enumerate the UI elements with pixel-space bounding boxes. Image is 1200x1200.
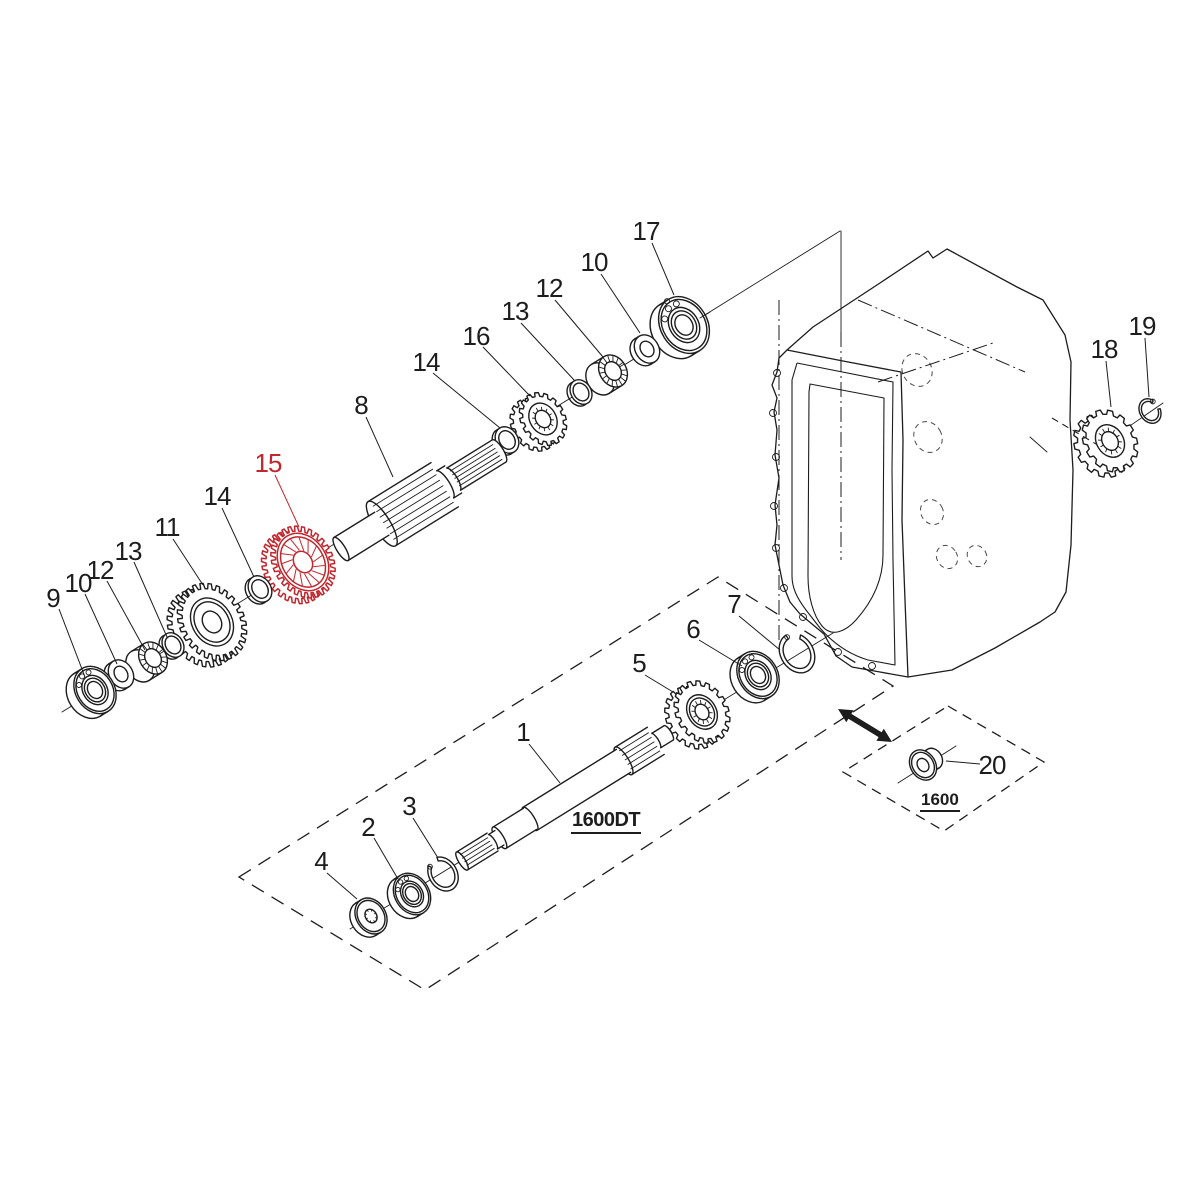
callout-number: 19 [1129,311,1156,341]
callout-14[interactable]: 14 [413,347,501,429]
part-15-sliding-gear-highlighted [260,525,336,605]
part-8-input-shaft [332,439,508,562]
callout-number: 13 [115,536,142,566]
center-lines [778,299,1026,642]
callout-number: 12 [87,555,114,585]
callouts-layer: 1 2 3 4 5 6 7 8 9 10 12 13 11 14 [46,216,1157,900]
part-5-pinion-gear [664,680,731,750]
callout-number: 4 [314,846,328,876]
callout-number: 9 [46,583,60,613]
callout-number: 2 [361,812,375,842]
callout-9[interactable]: 9 [46,583,86,678]
variant-label-1600dt: 1600DT [571,810,642,834]
callout-number: 11 [155,512,181,542]
callout-3[interactable]: 3 [402,791,439,859]
callout-number: 13 [502,296,529,326]
part-20-bushing-plug [908,747,944,781]
callout-number: 12 [536,273,563,303]
part-12-upper-needle-bearing [585,354,629,396]
callout-number: 6 [686,614,700,644]
part-18-pinion-gear [1073,409,1139,478]
callout-20[interactable]: 20 [945,750,1007,780]
callout-number: 18 [1091,334,1118,364]
part-10-upper-thrust-washer [629,334,661,367]
callout-15[interactable]: 15 [255,448,300,528]
callout-18[interactable]: 18 [1091,334,1119,408]
callout-number: 16 [463,321,490,351]
part-13-upper-spacer-ring [566,379,593,407]
callout-2[interactable]: 2 [361,812,399,880]
callout-16[interactable]: 16 [463,321,531,397]
callout-13[interactable]: 13 [115,536,168,638]
callout-number: 8 [354,390,368,420]
interchange-arrow [838,709,892,742]
callout-8[interactable]: 8 [354,390,394,478]
callout-5[interactable]: 5 [632,648,674,693]
part-6-ball-bearing [729,650,780,704]
callout-number: 20 [979,750,1006,780]
construction-foreground [699,230,1097,742]
callout-4[interactable]: 4 [314,846,358,900]
callout-number: 3 [402,791,416,821]
callout-number: 17 [633,216,660,246]
parts-layer [65,295,1162,938]
part-17-ball-bearing [649,295,711,360]
part-4-thrust-washer [349,897,388,938]
part-7-snap-ring [778,634,816,674]
plane-1600 [841,705,1046,832]
callout-number: 7 [727,589,741,619]
callout-number: 15 [255,448,282,478]
variant-label-1600: 1600 [920,791,960,812]
part-2-ball-bearing [386,872,432,920]
hidden-bores [901,353,988,570]
callout-number: 1 [516,717,530,747]
callout-10[interactable]: 10 [581,247,641,334]
callout-number: 5 [632,648,646,678]
part-14-left-spacer-ring [244,575,273,605]
callout-6[interactable]: 6 [686,614,743,667]
callout-7[interactable]: 7 [727,589,781,651]
callout-12[interactable]: 12 [87,555,146,651]
callout-number: 14 [204,481,231,511]
callout-number: 10 [581,247,608,277]
bolt-holes [769,369,876,670]
gearbox-housing [769,248,1074,678]
callout-10[interactable]: 10 [65,568,118,665]
callout-number: 14 [413,347,440,377]
part-1-output-shaft [455,724,675,871]
callout-11[interactable]: 11 [155,512,204,586]
part-3-snap-ring [427,856,459,892]
callout-17[interactable]: 17 [633,216,675,296]
callout-13[interactable]: 13 [502,296,576,382]
callout-number: 10 [65,568,92,598]
callout-12[interactable]: 12 [536,273,604,358]
callout-19[interactable]: 19 [1129,311,1157,398]
part-19-snap-ring [1138,398,1162,424]
plane-1600dt [237,576,895,991]
callout-14[interactable]: 14 [204,481,255,578]
callout-1[interactable]: 1 [516,717,561,784]
assembly-planes [237,576,1046,991]
